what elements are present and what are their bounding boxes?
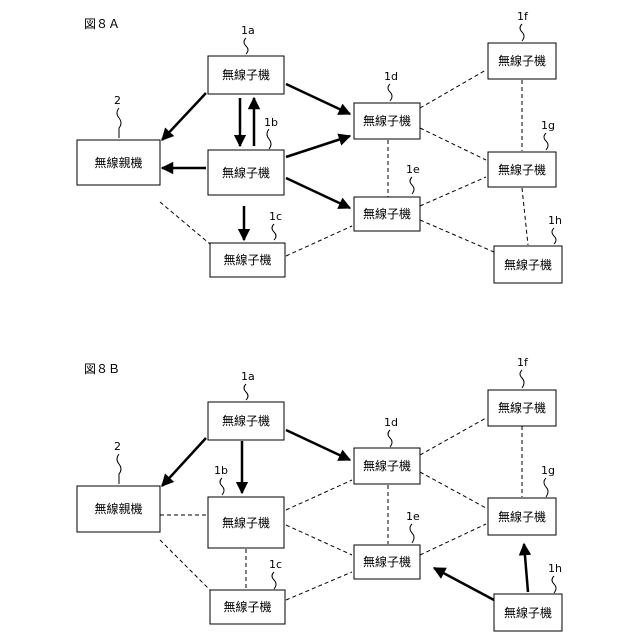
node-1g: 無線子機 [488, 498, 556, 535]
link-1b-1e [286, 525, 352, 555]
node-label: 無線子機 [222, 165, 270, 180]
ref-label-1d: 1d [384, 416, 398, 429]
node-label: 無線子機 [363, 206, 411, 221]
ref-label-1g: 1g [541, 119, 555, 132]
node-label: 無線子機 [222, 413, 270, 428]
node-label: 無線子機 [223, 252, 271, 267]
link-1e-1g [420, 177, 486, 206]
arrow-1h-to-1e [434, 568, 494, 600]
ref-label-1h: 1h [548, 562, 562, 575]
node-1e: 無線子機 [354, 197, 420, 231]
ref-label-1f: 1f [517, 356, 529, 369]
arrow-1a-to-base [162, 438, 206, 486]
node-label: 無線子機 [222, 67, 270, 82]
link-1e-1g [420, 524, 486, 555]
link-1g-1h [522, 188, 528, 245]
node-1c: 無線子機 [210, 590, 285, 624]
node-1g: 無線子機 [488, 152, 556, 187]
node-1b: 無線子機 [208, 497, 284, 548]
node-base-unit: 無線親機 [77, 140, 160, 185]
ref-label-1g: 1g [541, 464, 555, 477]
node-label: 無線子機 [222, 515, 270, 530]
ref-label-1d: 1d [384, 70, 398, 83]
link-base-1c [160, 540, 210, 590]
link-base-1c [160, 202, 210, 244]
ref-label-1e: 1e [406, 510, 420, 523]
node-label: 無線子機 [498, 509, 546, 524]
arrow-1a-to-base [162, 93, 206, 140]
ref-label-1h: 1h [548, 214, 562, 227]
ref-label-1b: 1b [214, 464, 228, 477]
arrow-1b-to-1d [286, 136, 350, 157]
ref-label-base: 2 [114, 94, 121, 107]
node-1h: 無線子機 [494, 594, 562, 631]
arrow-1b-to-1e [286, 178, 350, 208]
node-1b: 無線子機 [208, 150, 284, 195]
node-1a: 無線子機 [208, 402, 284, 440]
node-1e: 無線子機 [354, 545, 420, 579]
node-1f: 無線子機 [488, 43, 556, 79]
ref-label-1c: 1c [269, 558, 282, 571]
ref-label-1c: 1c [269, 210, 282, 223]
node-1d: 無線子機 [354, 103, 420, 139]
figure-8a: 図８Ａ 無線親機 [77, 10, 562, 283]
link-1d-1f [420, 418, 486, 455]
link-1c-1e [286, 226, 352, 256]
node-label: 無線子機 [223, 599, 271, 614]
ref-label-1b: 1b [264, 116, 278, 129]
link-1d-1g [420, 128, 486, 160]
node-1a: 無線子機 [208, 56, 284, 94]
arrow-1a-to-1d [286, 430, 350, 460]
node-label: 無線子機 [498, 400, 546, 415]
figure-8b-title: 図８Ｂ [84, 362, 120, 376]
node-label: 無線親機 [94, 501, 142, 516]
arrow-1a-to-1d [286, 84, 350, 114]
node-1h: 無線子機 [494, 246, 562, 283]
link-1d-1g [420, 472, 486, 508]
node-label: 無線子機 [504, 605, 552, 620]
node-base-unit: 無線親機 [77, 486, 160, 532]
figure-8a-title: 図８Ａ [84, 17, 120, 31]
link-1b-1d [286, 480, 352, 510]
ref-label-1a: 1a [241, 24, 255, 37]
link-1e-1h [420, 220, 494, 252]
ref-label-1f: 1f [517, 10, 529, 23]
node-label: 無線子機 [363, 554, 411, 569]
ref-label-1e: 1e [406, 163, 420, 176]
node-label: 無線子機 [498, 53, 546, 68]
ref-label-1a: 1a [241, 370, 255, 383]
node-label: 無線親機 [94, 155, 142, 170]
node-label: 無線子機 [504, 257, 552, 272]
arrow-1h-to-1g [524, 544, 528, 592]
node-1f: 無線子機 [488, 390, 556, 426]
node-label: 無線子機 [498, 162, 546, 177]
link-1d-1f [420, 70, 486, 108]
node-label: 無線子機 [363, 458, 411, 473]
ref-label-base: 2 [114, 440, 121, 453]
node-1d: 無線子機 [354, 448, 420, 484]
node-label: 無線子機 [363, 113, 411, 128]
figure-8b: 図８Ｂ 無線親機 [77, 356, 562, 631]
node-1c: 無線子機 [210, 243, 285, 277]
link-1c-1e [286, 572, 352, 600]
